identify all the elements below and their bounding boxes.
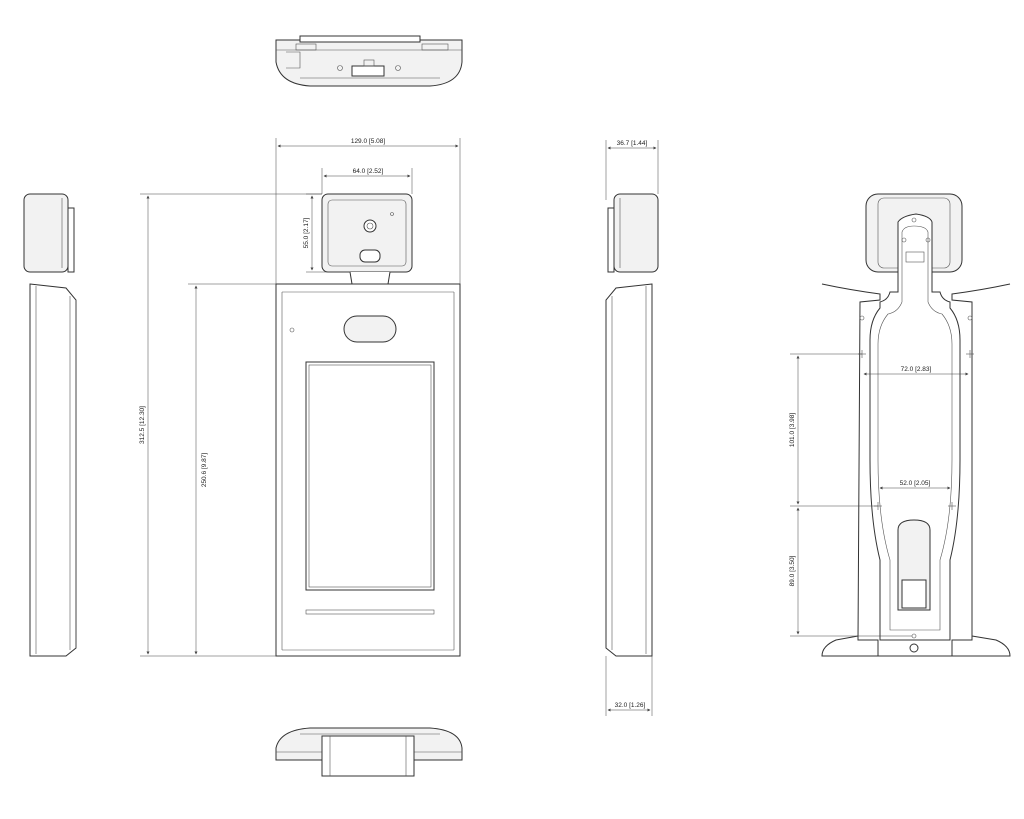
dim-body-height: 250.6 [9.87]: [201, 453, 208, 488]
dim-upper-hole-spacing: 72.0 [2.83]: [901, 366, 932, 373]
front-view: [275, 193, 461, 657]
rear-view: [821, 193, 1011, 657]
top-view: [275, 35, 463, 87]
dim-upper-vertical: 101.0 [3.98]: [789, 413, 796, 448]
side-dimensions: [605, 140, 659, 716]
front-dimensions: [140, 138, 461, 657]
dim-lower-hole-spacing: 52.0 [2.05]: [900, 480, 931, 487]
dim-total-width: 129.0 [5.08]: [351, 138, 386, 145]
dim-top-depth: 36.7 [1.44]: [617, 140, 648, 147]
left-side-view: [23, 193, 77, 657]
dim-lower-vertical: 89.0 [3.50]: [789, 555, 796, 586]
dim-camera-width: 64.0 [2.52]: [353, 168, 384, 175]
rear-dimensions: [790, 353, 969, 637]
dim-camera-height: 55.0 [2.17]: [303, 217, 310, 248]
dim-total-height: 312.5 [12.30]: [139, 406, 146, 444]
right-side-view: [605, 193, 659, 657]
dim-base-depth: 32.0 [1.26]: [615, 702, 646, 709]
bottom-view: [275, 727, 463, 777]
